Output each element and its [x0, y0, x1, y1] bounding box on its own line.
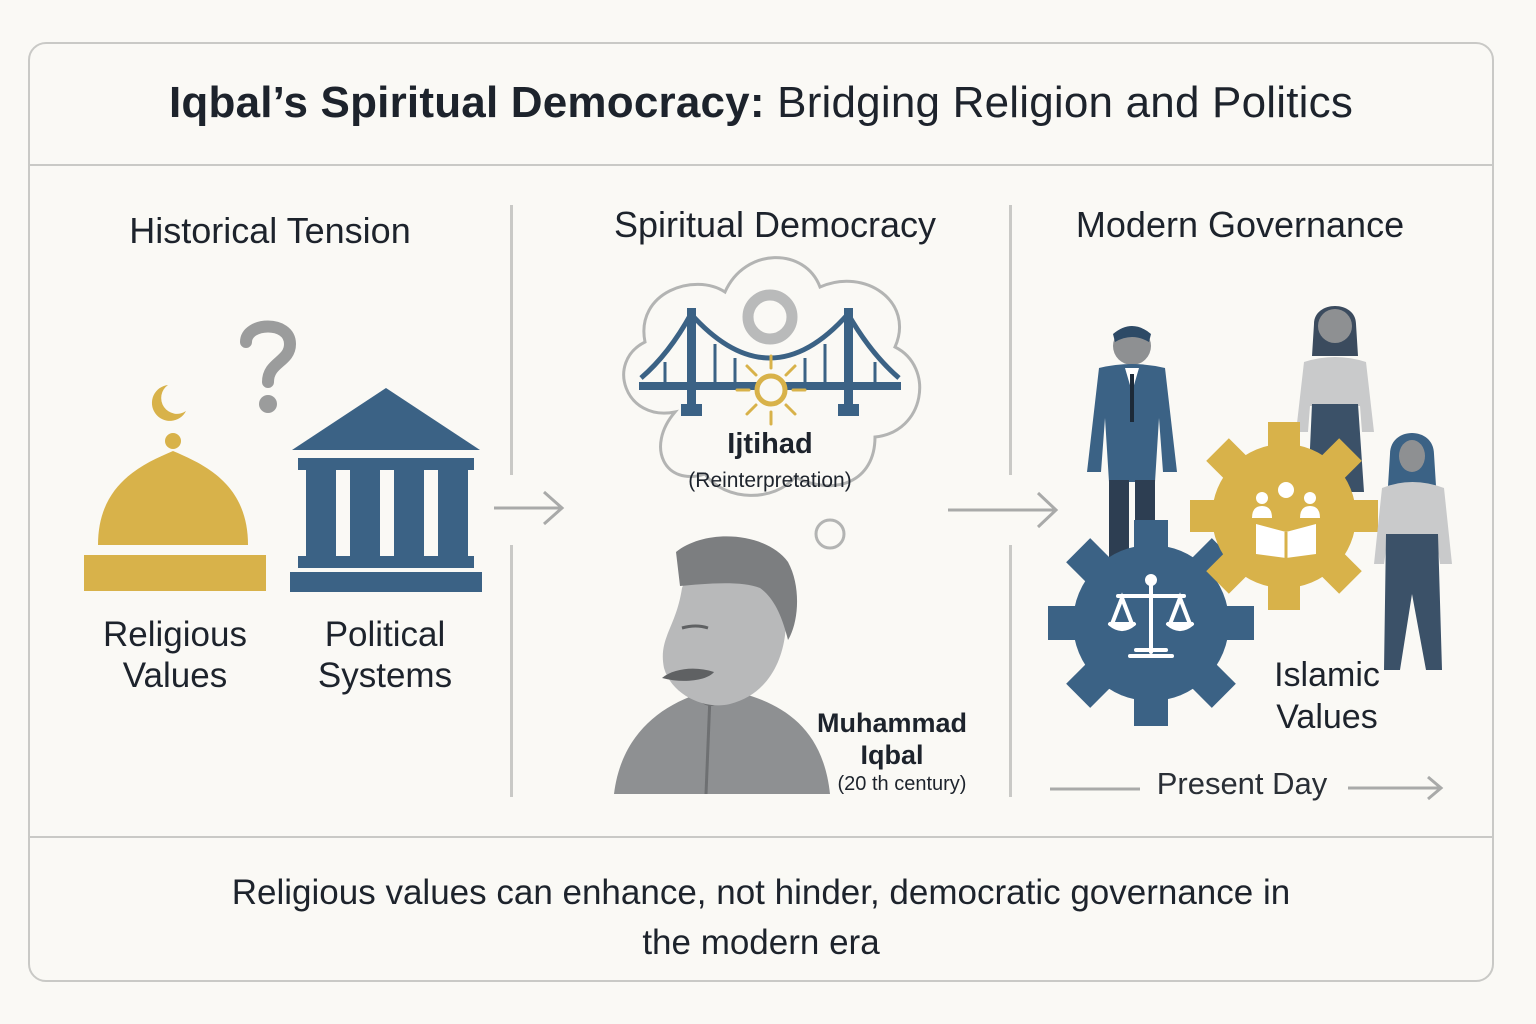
question-icon [240, 320, 297, 413]
iqbal-name-line1: Muhammad [816, 708, 968, 738]
footer-conclusion: Religious values can enhance, not hinder… [28, 868, 1494, 968]
islamic-values-line1: Islamic [1274, 656, 1380, 694]
mosque-dome-icon [84, 385, 266, 591]
islamic-values-label: Islamic Values [1242, 654, 1412, 738]
religious-label-line1: Religious [103, 615, 247, 654]
present-day-label: Present Day [1156, 766, 1328, 801]
footer-line1: Religious values can enhance, not hinder… [231, 873, 1291, 912]
spiritual-democracy-heading: Spiritual Democracy [613, 204, 937, 245]
modern-governance-heading: Modern Governance [1075, 204, 1405, 245]
iqbal-name-label: Muhammad Iqbal [812, 707, 972, 771]
islamic-values-line2: Values [1276, 698, 1378, 736]
ijtihad-label: Ijtihad [727, 428, 813, 460]
title-rest: Bridging Religion and Politics [777, 78, 1354, 127]
gear-icon [1190, 422, 1378, 610]
political-label-line1: Political [324, 615, 446, 654]
government-building-icon [290, 388, 482, 592]
arrow-right-icon [948, 491, 1059, 529]
arrow-right-icon [1348, 775, 1444, 801]
family-book-icon [1252, 482, 1320, 558]
divider-right-bottom [1009, 545, 1012, 797]
diagram-title: Iqbal’s Spiritual Democracy: Bridging Re… [28, 78, 1494, 128]
divider-left-top [510, 205, 513, 475]
ijtihad-subtitle: (Reinterpretation) [688, 469, 852, 492]
title-divider [28, 164, 1494, 166]
political-label-line2: Systems [317, 656, 453, 695]
portrait-icon [614, 536, 830, 795]
people-icon [1374, 433, 1452, 670]
religious-label-line2: Values [122, 656, 228, 695]
people-icon [1296, 306, 1374, 492]
sun-icon [735, 354, 807, 426]
iqbal-name-line2: Iqbal [860, 740, 924, 770]
footer-line2: the modern era [642, 923, 880, 962]
political-systems-label: Political Systems [280, 614, 490, 696]
scales-of-justice-icon [1108, 574, 1194, 658]
timeline-line-left [1050, 787, 1140, 791]
footer-divider [28, 836, 1494, 838]
divider-left-bottom [510, 545, 513, 797]
religious-values-label: Religious Values [70, 614, 280, 696]
divider-right-top [1009, 205, 1012, 475]
historical-tension-heading: Historical Tension [129, 210, 411, 251]
arrow-right-icon [494, 490, 565, 526]
title-bold: Iqbal’s Spiritual Democracy: [168, 78, 765, 127]
iqbal-era-label: (20 th century) [837, 773, 967, 795]
